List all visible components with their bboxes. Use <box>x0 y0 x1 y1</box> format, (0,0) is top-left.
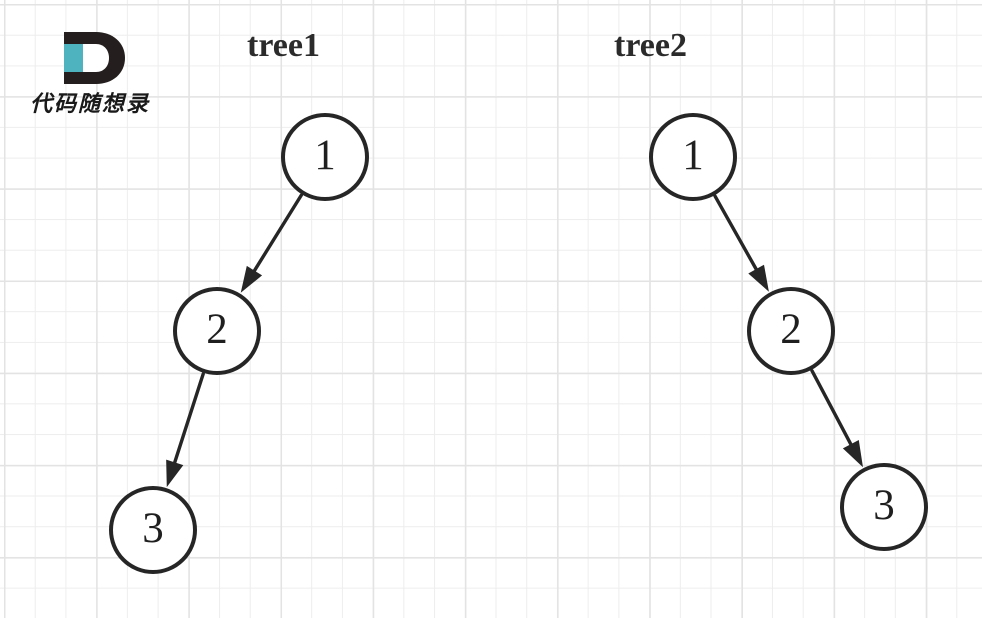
tree1-title: tree1 <box>247 27 320 64</box>
tree-edge-arrowhead-icon <box>842 440 863 468</box>
tree-node-value: 1 <box>314 131 336 179</box>
tree-node-t1n3: 3 <box>109 486 197 574</box>
tree-edge-arrowhead-icon <box>748 264 769 292</box>
tree-edge-arrowhead-icon <box>240 265 263 293</box>
tree-edge <box>249 193 303 279</box>
tree-edge <box>810 369 856 453</box>
tree-edge-arrowhead-icon <box>166 459 184 488</box>
tree-edge <box>170 372 205 471</box>
tree-node-t2n1: 1 <box>649 113 737 201</box>
brand-text: 代码随想录 <box>29 92 150 117</box>
tree-node-value: 3 <box>142 504 164 552</box>
tree-node-value: 2 <box>206 305 228 353</box>
tree-edge <box>713 194 762 277</box>
tree-node-t2n2: 2 <box>747 287 835 375</box>
logo-d-icon <box>8 28 168 84</box>
tree2-title: tree2 <box>614 27 687 64</box>
tree-node-value: 2 <box>780 305 802 353</box>
tree-node-t1n2: 2 <box>173 287 261 375</box>
tree-node-value: 3 <box>873 481 895 529</box>
tree-node-t1n1: 1 <box>281 113 369 201</box>
tree-node-value: 1 <box>682 131 704 179</box>
brand-watermark: 代码随想录 <box>8 28 168 120</box>
tree-node-t2n3: 3 <box>840 463 928 551</box>
